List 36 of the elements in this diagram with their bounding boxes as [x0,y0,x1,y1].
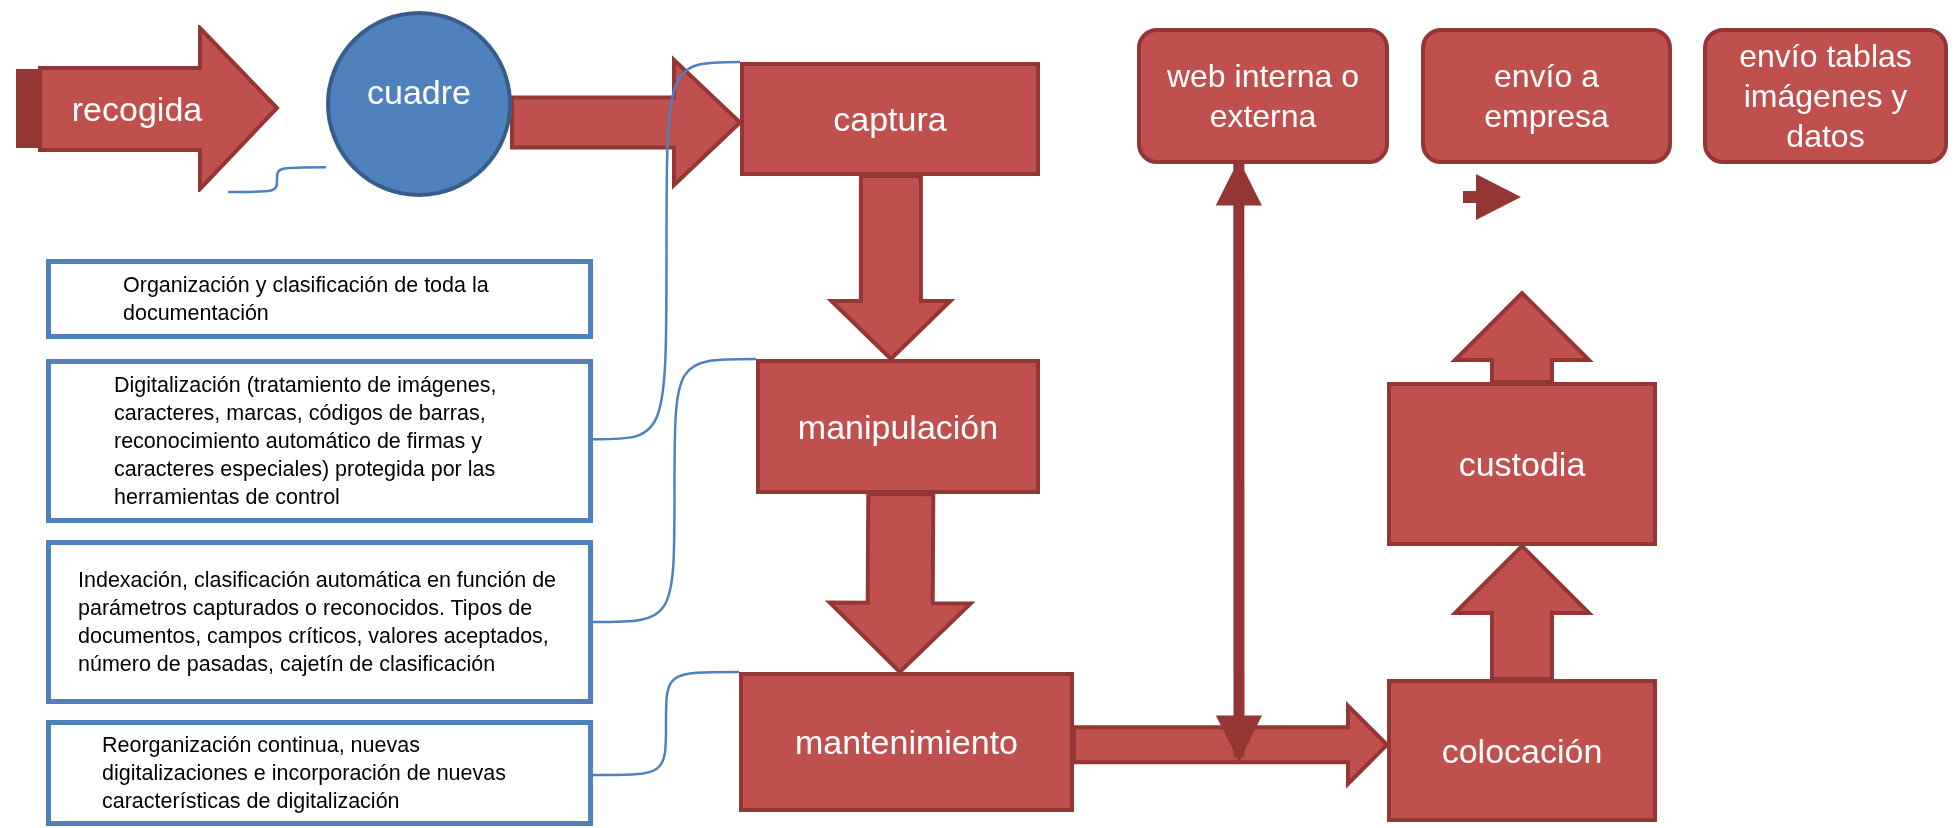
rounded-box [1137,28,1389,164]
step-label: envío tablas imágenes y datos [1738,37,1913,156]
step-label: recogida [70,89,204,130]
process-box [740,62,1040,176]
note-text: Organización y clasificación de toda la documentación [123,272,490,327]
step-label: envío a empresa [1483,57,1610,136]
step-label: mantenimiento [794,722,1019,763]
note-text: Digitalización (tratamiento de imágenes, caracteres, marcas, códigos de barras, reconocimiento automático de firmas y caracteres especiales) protegida por las herramientas de control [114,372,498,511]
block-arrow [1072,700,1390,789]
process-box [1387,679,1657,822]
process-box [756,359,1040,494]
leader-line [593,60,740,441]
step-label: custodia [1457,444,1587,485]
note-text: Reorganización continua, nuevas digitalizaciones e incorporación de nuevas características de digitalización [102,732,507,815]
block-arrow [510,55,743,190]
step-label: cuadre [366,72,472,113]
note-box [46,540,593,704]
note-text: Indexación, clasificación automática en función de parámetros capturados o reconocidos. Tipos de documentos, campos críticos, valores aceptados, número de pasadas, cajetín de clasificación [78,567,558,678]
block-arrow [1450,290,1594,384]
leader-line [593,670,739,777]
note-box [46,259,593,339]
process-box [1387,382,1657,546]
step-label: colocación [1440,730,1604,772]
step-label: web interna o externa [1165,57,1361,136]
process-box [739,672,1074,812]
block-arrow [826,174,956,362]
note-box [46,720,593,826]
rounded-box [1703,28,1948,164]
rounded-box [1421,28,1672,164]
step-label: captura [832,99,948,140]
block-arrow [1450,543,1594,681]
note-box [46,359,593,523]
leader-line [228,166,326,194]
block-arrow [824,491,976,675]
step-label: manipulación [796,406,1000,448]
leader-line [593,357,756,624]
